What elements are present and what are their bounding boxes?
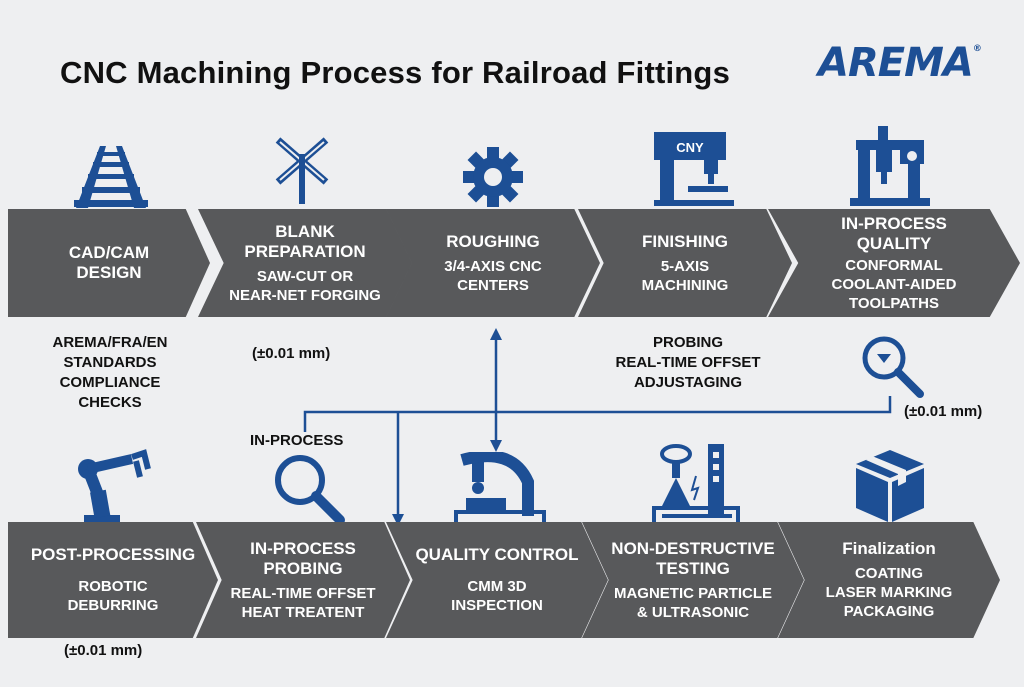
logo-text: AREMA <box>818 40 974 86</box>
crossbuck-sign-icon <box>272 134 332 204</box>
step-detail: ROBOTIC DEBURRING <box>67 578 159 614</box>
step-quality-control: QUALITY CONTROL CMM 3D INSPECTION <box>386 522 608 638</box>
step-roughing: ROUGHING 3/4-AXIS CNC CENTERS <box>386 209 600 317</box>
step-detail: CMM 3D INSPECTION <box>451 578 543 614</box>
step-in-process-probing: IN-PROCESS PROBING REAL-TIME OFFSET HEAT… <box>196 522 410 638</box>
step-non-destructive-testing: NON-DESTRUCTIVE TESTING MAGNETIC PARTICL… <box>582 522 804 638</box>
step-detail: CONFORMAL COOLANT-AIDED TOOLPATHS <box>831 256 957 312</box>
step-detail: 5-AXIS MACHINING <box>641 257 729 294</box>
in-process-note: IN-PROCESS <box>250 432 344 449</box>
step-in-process-quality: IN-PROCESS QUALITY CONFORMAL COOLANT-AID… <box>768 209 1020 317</box>
step-detail: 3/4-AXIS CNC CENTERS <box>444 257 542 294</box>
step-detail: COATING LASER MARKING PACKAGING <box>825 565 953 620</box>
arema-logo: AREMA® <box>818 40 982 86</box>
robot-arm-icon <box>70 447 160 527</box>
step-detail: REAL-TIME OFFSET HEAT TREATENT <box>230 584 376 621</box>
step-heading: QUALITY CONTROL <box>415 545 579 564</box>
step-detail: SAW-CUT OR NEAR-NET FORGING <box>229 267 381 304</box>
gear-icon <box>462 146 524 208</box>
step-heading: ROUGHING <box>446 231 540 251</box>
tolerance-note-2: (±0.01 mm) <box>904 403 983 420</box>
standards-note: AREMA/FRA/EN STANDARDS COMPLIANCE CHECKS <box>52 334 168 411</box>
railroad-track-icon <box>66 146 156 208</box>
cnc-machine-icon: CNY <box>652 128 738 208</box>
tolerance-note-3: (±0.01 mm) <box>64 642 143 659</box>
search-magnifier-icon <box>858 332 928 400</box>
step-post-processing: POST-PROCESSING ROBOTIC DEBURRING <box>8 522 218 638</box>
step-heading: NON-DESTRUCTIVE TESTING <box>611 538 775 578</box>
process-row-2: POST-PROCESSING ROBOTIC DEBURRING IN-PRO… <box>0 522 1024 638</box>
package-box-icon <box>852 446 928 526</box>
step-heading: FINISHING <box>642 231 728 251</box>
machine-tool-icon <box>848 126 932 208</box>
ndt-equipment-icon <box>650 440 742 530</box>
page-title: CNC Machining Process for Railroad Fitti… <box>60 55 731 90</box>
process-row-1: CAD/CAM DESIGN BLANK PREPARATION SAW-CUT… <box>0 209 1024 317</box>
step-blank-preparation: BLANK PREPARATION SAW-CUT OR NEAR-NET FO… <box>198 209 412 317</box>
magnifier-icon <box>270 450 348 528</box>
step-detail: MAGNETIC PARTICLE & ULTRASONIC <box>613 584 773 621</box>
step-heading: IN-PROCESS PROBING <box>250 538 356 578</box>
tolerance-note-1: (±0.01 mm) <box>252 345 331 362</box>
registered-mark: ® <box>972 44 982 54</box>
step-finishing: FINISHING 5-AXIS MACHINING <box>578 209 792 317</box>
step-heading: Finalization <box>842 539 936 558</box>
step-heading: IN-PROCESS QUALITY <box>841 213 947 253</box>
cmm-machine-icon <box>452 452 548 526</box>
step-heading: POST-PROCESSING <box>30 545 196 564</box>
step-finalization: Finalization COATING LASER MARKING PACKA… <box>778 522 1000 638</box>
step-cad-cam-design: CAD/CAM DESIGN <box>8 209 210 317</box>
step-heading: CAD/CAM DESIGN <box>68 243 150 282</box>
step-heading: BLANK PREPARATION <box>244 221 366 261</box>
cnc-label: CNY <box>676 140 704 155</box>
probing-note: PROBING REAL-TIME OFFSET ADJUSTAGING <box>615 334 761 391</box>
